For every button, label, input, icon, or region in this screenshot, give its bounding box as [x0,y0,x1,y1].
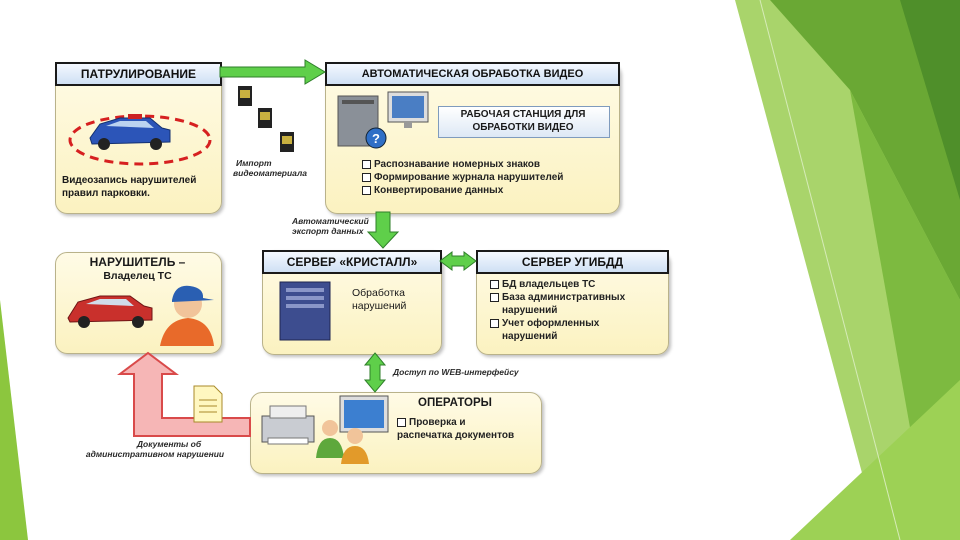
list-item: Проверка ираспечатка документов [397,416,537,442]
ugibdd-server-title: СЕРВЕР УГИБДД [476,250,669,274]
documents-label-line2: административном нарушении [70,449,240,459]
list-item: Распознавание номерных знаков [362,158,612,171]
checkbox-icon [362,173,371,182]
auto-processing-list: Распознавание номерных знаков Формирован… [362,158,612,197]
ugibdd-list: БД владельцев ТС База административныхна… [490,278,662,343]
list-item: БД владельцев ТС [490,278,662,291]
violator-subtitle: Владелец ТС [60,270,215,283]
checkbox-icon [397,418,406,427]
checkbox-icon [490,319,499,328]
workstation-label-line1: РАБОЧАЯ СТАНЦИЯ ДЛЯ [438,108,608,121]
documents-label-line1: Документы об [114,439,224,449]
crystal-server-title: СЕРВЕР «КРИСТАЛЛ» [262,250,442,274]
checkbox-icon [490,293,499,302]
checkbox-icon [490,280,499,289]
list-item: Формирование журнала нарушителей [362,171,612,184]
list-item: Учет оформленныхнарушений [490,317,662,343]
patrol-caption-line1: Видеозапись нарушителей [62,174,222,187]
crystal-desc-line2: нарушений [352,300,406,313]
patrol-title: ПАТРУЛИРОВАНИЕ [55,62,222,86]
checkbox-icon [362,186,371,195]
auto-export-label-line1: Автоматический [292,216,369,226]
violator-title: НАРУШИТЕЛЬ – [60,256,215,269]
patrol-caption-line2: правил парковки. [62,187,222,200]
list-item: Конвертирование данных [362,184,612,197]
auto-processing-title: АВТОМАТИЧЕСКАЯ ОБРАБОТКА ВИДЕО [325,62,620,86]
crystal-desc-line1: Обработка [352,287,405,300]
workstation-label-line2: ОБРАБОТКИ ВИДЕО [438,121,608,134]
list-item: База административныхнарушений [490,291,662,317]
video-import-label-line2: видеоматериала [233,168,307,178]
web-access-label: Доступ по WEB-интерфейсу [393,367,519,377]
auto-export-label-line2: экспорт данных [292,226,363,236]
operators-list: Проверка ираспечатка документов [397,416,537,442]
video-import-label-line1: Импорт [236,158,272,168]
operators-title: ОПЕРАТОРЫ [400,397,510,410]
checkbox-icon [362,160,371,169]
